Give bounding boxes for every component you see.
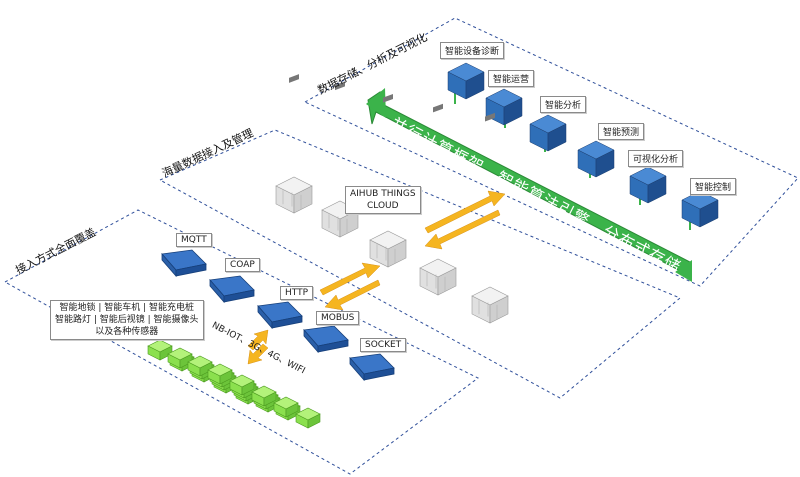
device-unit [229, 374, 255, 396]
zone-storage-outline [303, 17, 799, 287]
label-smart-operation: 智能运营 [488, 70, 535, 87]
data-arrows [247, 190, 506, 365]
server-cube-4 [419, 103, 457, 296]
label-socket: SOCKET [360, 338, 407, 352]
gateway-mqtt [161, 249, 207, 278]
label-smart-analysis: 智能分析 [540, 96, 587, 113]
server-cubes [275, 74, 509, 324]
server-cube-1 [275, 74, 313, 214]
label-mqtt: MQTT [176, 233, 212, 247]
gateways [161, 249, 395, 382]
server-cube-3 [369, 93, 407, 268]
banner-bar [366, 88, 692, 282]
server-cube-5 [471, 112, 509, 324]
arrow-cloud-to-gateway [324, 279, 381, 311]
gateway-http [257, 301, 303, 330]
arrow-gateway-to-devices [247, 343, 269, 365]
label-mobus: MOBUS [316, 311, 360, 325]
devices-label: 智能地锁 | 智能车机 | 智能充电桩 智能路灯 | 智能后视镜 | 智能摄像头… [50, 300, 204, 340]
device-unit [207, 363, 233, 385]
device-cluster [147, 339, 321, 429]
analysis-cubes [447, 62, 719, 228]
arrow-storage-to-cloud [424, 209, 501, 250]
cube-visual-analysis [629, 166, 667, 204]
label-smart-prediction: 智能预测 [598, 123, 645, 140]
label-smart-diagnosis: 智能设备诊断 [440, 42, 505, 59]
device-unit [251, 385, 277, 407]
cube-smart-diagnosis [447, 62, 485, 100]
cloud-label: AIHUB THINGS CLOUD [345, 186, 421, 214]
zone-access-outline [3, 209, 479, 475]
cube-smart-operation [485, 88, 523, 126]
gateway-socket [349, 353, 395, 382]
gateway-mobus [303, 325, 349, 354]
arrow-cloud-to-storage [424, 190, 506, 234]
label-coap: COAP [225, 258, 260, 272]
arrow-devices-to-gateway [247, 329, 269, 351]
arrow-gateway-to-cloud [319, 262, 381, 296]
label-smart-control: 智能控制 [690, 178, 737, 195]
cube-smart-control [681, 190, 719, 228]
label-visual-analysis: 可视化分析 [628, 150, 684, 167]
device-unit [295, 407, 321, 429]
cube-smart-prediction [577, 140, 615, 178]
zone-management-outline [158, 129, 681, 399]
device-unit [167, 347, 193, 369]
device-unit [273, 396, 299, 418]
gateway-coap [209, 275, 255, 304]
cube-smart-analysis [529, 114, 567, 152]
device-unit [187, 355, 213, 377]
label-http: HTTP [280, 286, 314, 300]
